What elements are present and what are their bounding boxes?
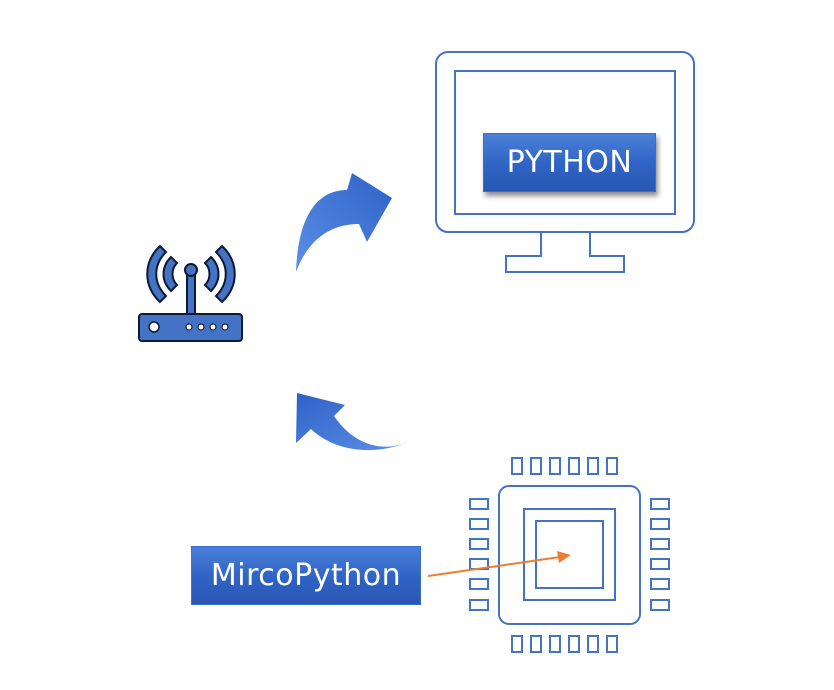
wifi-router-icon: [138, 244, 243, 342]
arrow-chip-to-router: [296, 393, 408, 451]
microcontroller-chip-icon: [469, 457, 670, 653]
arrow-router-to-monitor: [296, 173, 392, 272]
pointer-arrow: [427, 551, 571, 577]
micropython-label: MircoPython: [191, 546, 421, 605]
python-label: PYTHON: [483, 133, 656, 192]
monitor-icon: [435, 51, 695, 273]
